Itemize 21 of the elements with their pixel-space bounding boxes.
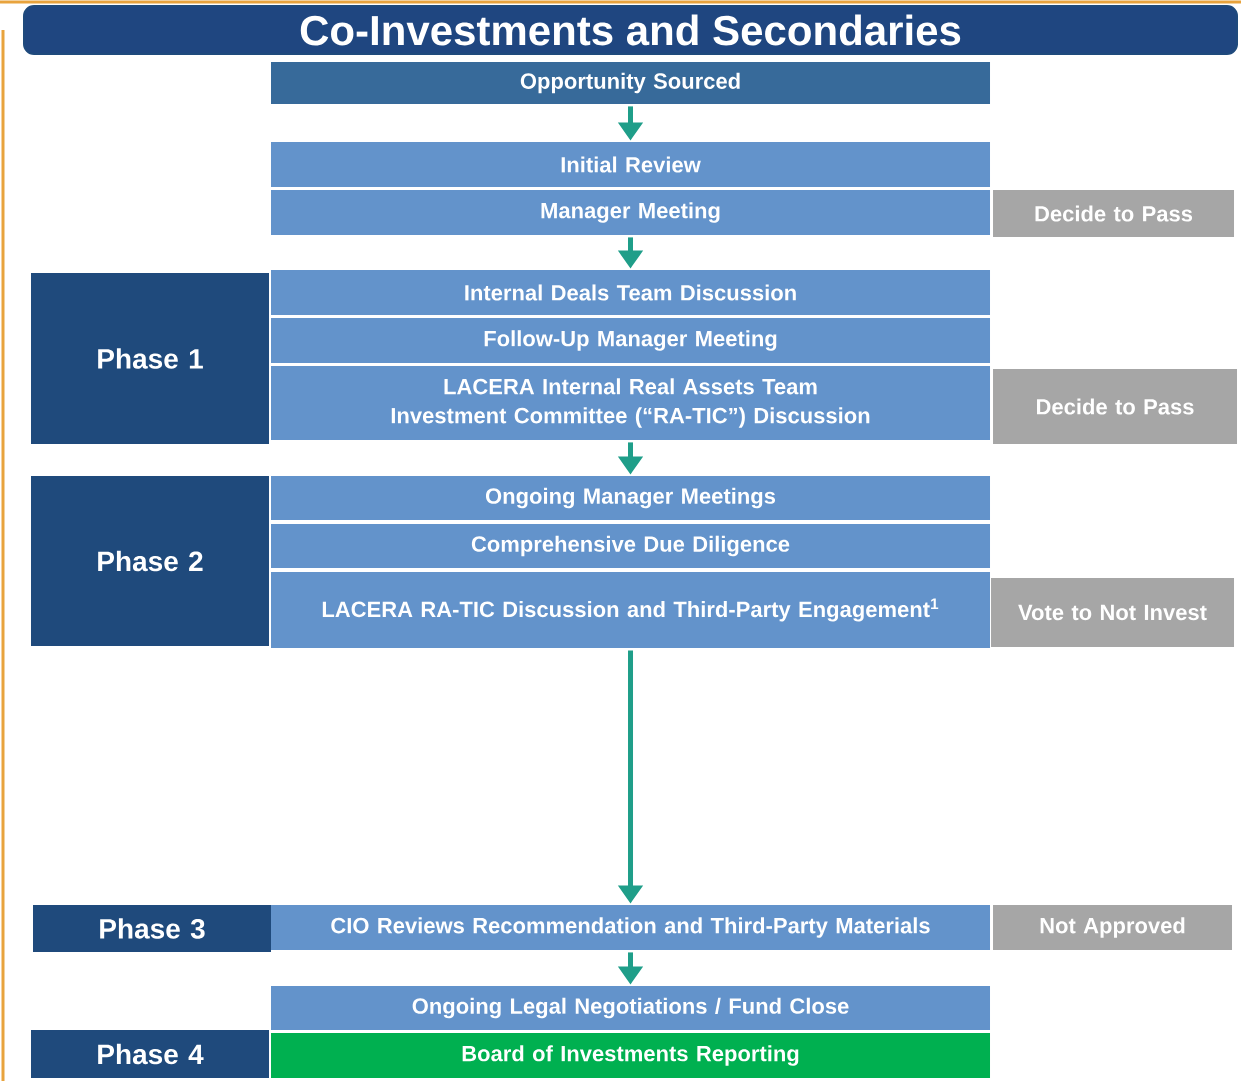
outcome-box: Vote to Not Invest	[991, 578, 1234, 647]
phase-box: Phase 2	[31, 476, 269, 646]
step-box: Board of Investments Reporting	[271, 1033, 990, 1078]
step-box: LACERA Internal Real Assets Team Investment Committee (“RA-TIC”) Discussion	[271, 366, 990, 440]
phase-box: Phase 3	[33, 905, 271, 952]
outcome-box: Decide to Pass	[993, 190, 1234, 237]
step-box: LACERA RA-TIC Discussion and Third-Party Engagement$^{1}$	[271, 572, 990, 648]
step-box: Opportunity Sourced	[271, 62, 990, 104]
step-box: Ongoing Legal Negotiations / Fund Close	[271, 986, 990, 1030]
step-box: Follow-Up Manager Meeting	[271, 318, 990, 363]
step-box: Internal Deals Team Discussion	[271, 270, 990, 315]
outcome-box: Decide to Pass	[993, 369, 1237, 444]
title-banner: Co-Investments and Secondaries	[23, 5, 1238, 55]
step-box: Comprehensive Due Diligence	[271, 524, 990, 568]
step-box: Manager Meeting	[271, 190, 990, 235]
phase-box: Phase 4	[31, 1030, 269, 1078]
step-box: CIO Reviews Recommendation and Third-Party Materials	[271, 905, 990, 950]
step-box: Initial Review	[271, 142, 990, 187]
step-box: Ongoing Manager Meetings	[271, 476, 990, 520]
phase-box: Phase 1	[31, 273, 269, 444]
outcome-box: Not Approved	[993, 905, 1232, 950]
